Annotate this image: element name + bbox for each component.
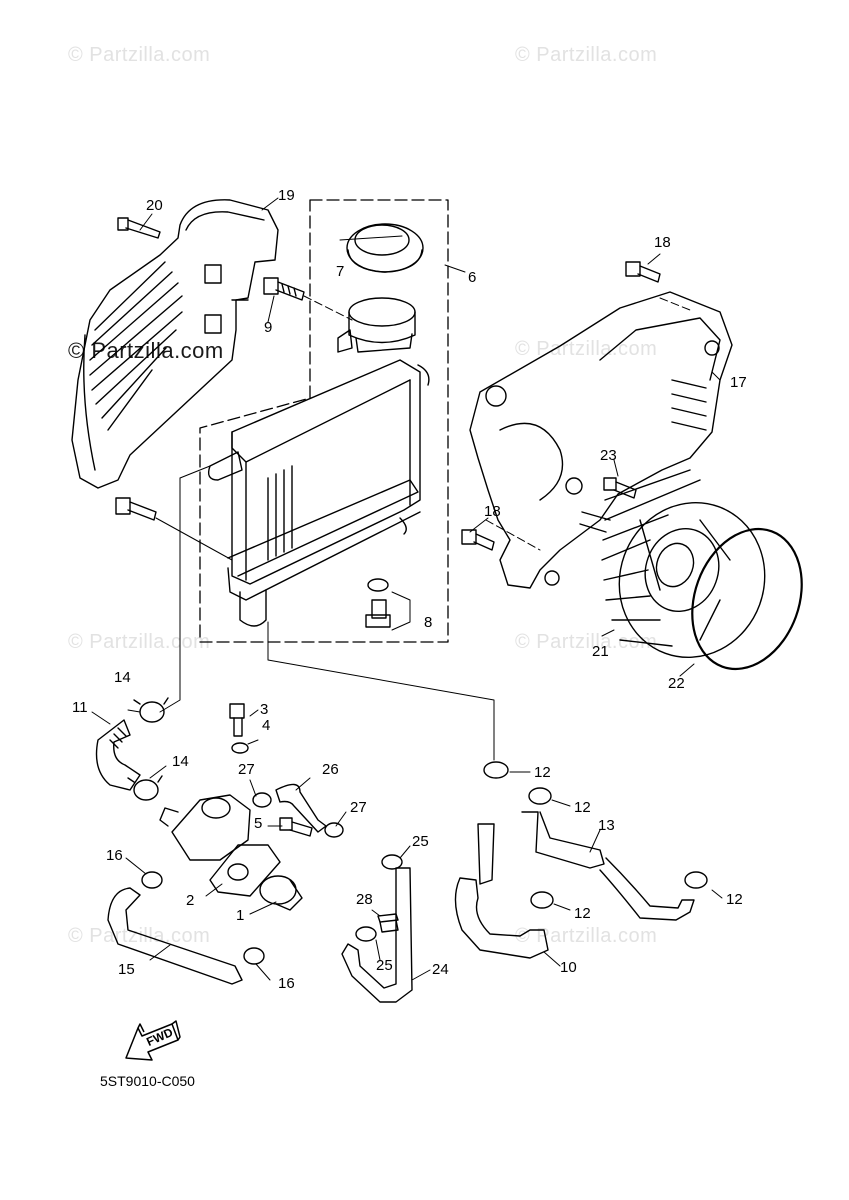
clamp-27-upper-part — [252, 792, 272, 808]
callout-4: 4 — [262, 717, 271, 734]
cooling-fan-part — [601, 469, 766, 659]
bolt-20-part — [117, 217, 161, 239]
callout-3: 3 — [260, 701, 269, 718]
callout-25: 25 — [412, 833, 429, 850]
hose-13-part — [521, 811, 695, 921]
clamp-27-lower-part — [324, 822, 344, 838]
hose-11-part — [95, 719, 141, 791]
callout-27: 27 — [350, 799, 367, 816]
o-ring-22-part — [691, 527, 803, 671]
leader-lines — [139, 197, 691, 761]
bolt-18-lower-part — [461, 529, 495, 551]
callout-25: 25 — [376, 957, 393, 974]
callout-12: 12 — [726, 891, 743, 908]
watermark: © Partzilla.com — [515, 44, 658, 66]
callout-13: 13 — [598, 817, 615, 834]
callout-17: 17 — [730, 374, 747, 391]
watermark: © Partzilla.com — [515, 925, 658, 947]
callout-2: 2 — [186, 892, 195, 909]
callout-23: 23 — [600, 447, 617, 464]
callout-8: 8 — [424, 614, 433, 631]
clamp-16-lower-part — [243, 947, 265, 965]
callout-22: 22 — [668, 675, 685, 692]
callout-14: 14 — [172, 753, 189, 770]
bolt-5-part — [279, 817, 313, 837]
callout-18: 18 — [484, 503, 501, 520]
radiator-cap-part — [346, 223, 424, 273]
callout-7: 7 — [336, 263, 345, 280]
pipe-28-part — [377, 913, 399, 933]
radiator-part — [207, 297, 430, 627]
radiator-mount-bolt — [115, 497, 157, 521]
bolt-3-part — [229, 703, 245, 737]
drain-bolt-part — [365, 578, 391, 628]
washer-4-part — [231, 742, 249, 754]
watermark: © Partzilla.com — [68, 631, 211, 653]
clamp-25-upper-part — [381, 854, 403, 870]
watermark: © Partzilla.com — [68, 925, 211, 947]
callout-5: 5 — [254, 815, 263, 832]
thermostat-housing-part — [159, 794, 251, 861]
watermark: © Partzilla.com — [515, 631, 658, 653]
callout-15: 15 — [118, 961, 135, 978]
clamp-25-lower-part — [355, 926, 377, 942]
clamp-12-a-part — [483, 761, 509, 779]
clamp-14-lower-part — [127, 775, 163, 801]
callout-24: 24 — [432, 961, 449, 978]
clamp-16-upper-part — [141, 871, 163, 889]
hose-15-part — [107, 887, 243, 985]
callout-1: 1 — [236, 907, 245, 924]
leader-lines-lower — [91, 253, 723, 981]
callout-12: 12 — [574, 905, 591, 922]
crankcase-cover-part — [469, 291, 733, 589]
hose-24-part — [341, 867, 413, 1003]
watermark: © Partzilla.com — [68, 44, 211, 66]
callout-18: 18 — [654, 234, 671, 251]
callout-21: 21 — [592, 643, 609, 660]
callout-16: 16 — [278, 975, 295, 992]
bolt-18-upper-part — [625, 261, 661, 283]
thermostat-1-part — [259, 875, 303, 911]
callout-11: 11 — [72, 699, 88, 716]
callout-28: 28 — [356, 891, 373, 908]
callout-14: 14 — [114, 669, 131, 686]
callout-9: 9 — [264, 319, 273, 336]
clamp-12-d-part — [530, 891, 554, 909]
bolt-9-part — [263, 277, 305, 301]
callout-26: 26 — [322, 761, 339, 778]
callout-12: 12 — [574, 799, 591, 816]
forward-arrow-icon — [125, 1020, 181, 1061]
callout-20: 20 — [146, 197, 163, 214]
callout-6: 6 — [468, 269, 477, 286]
callout-12: 12 — [534, 764, 551, 781]
callout-16: 16 — [106, 847, 123, 864]
callout-19: 19 — [278, 187, 295, 204]
hose-10-part — [454, 823, 549, 959]
clamp-12-c-part — [684, 871, 708, 889]
watermark: © Partzilla.com — [515, 338, 658, 360]
fan-shroud-part — [71, 199, 279, 489]
callout-10: 10 — [560, 959, 577, 976]
figure-code: 5ST9010-C050 — [100, 1073, 195, 1089]
thermostat-cover-2-part — [209, 844, 281, 897]
hose-26-part — [275, 783, 327, 833]
callout-27: 27 — [238, 761, 255, 778]
clamp-12-b-part — [528, 787, 552, 805]
